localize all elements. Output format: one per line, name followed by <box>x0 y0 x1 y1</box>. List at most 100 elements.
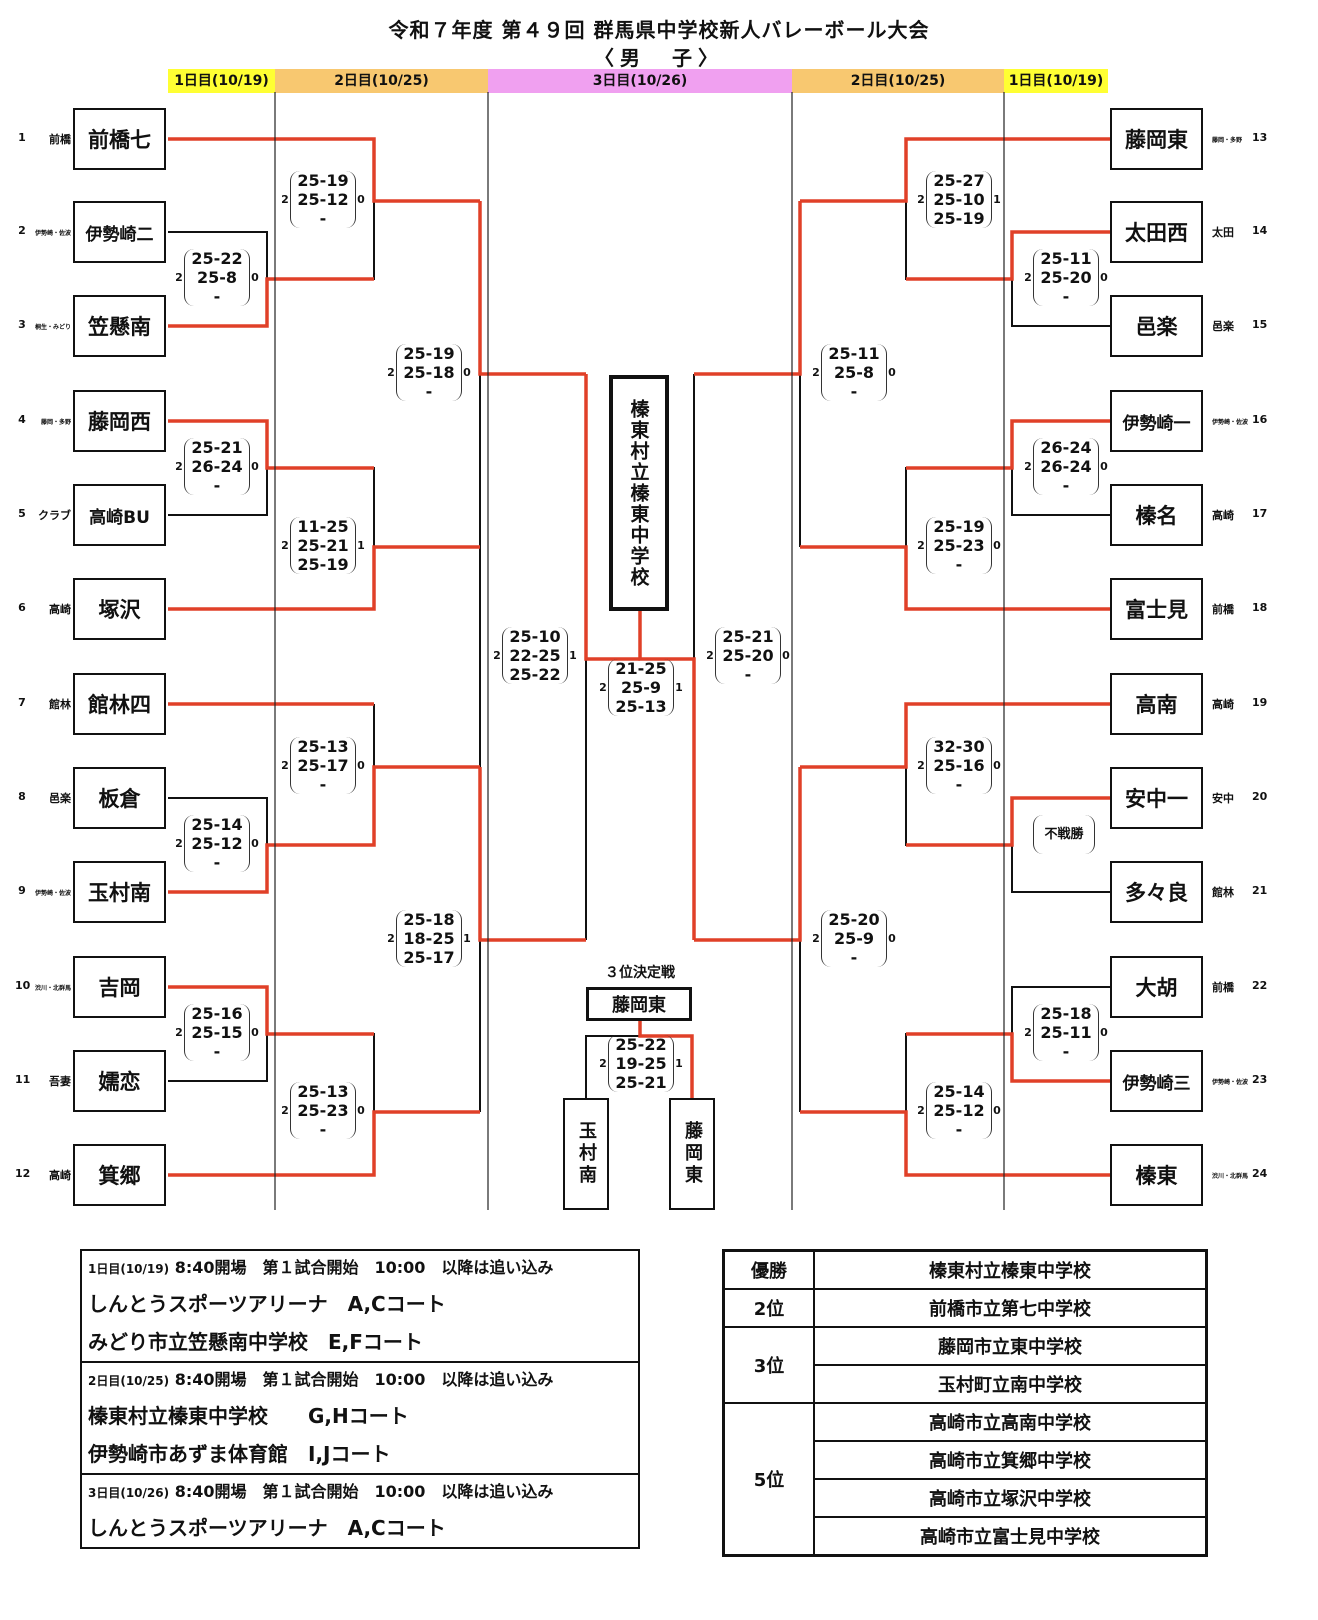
set-score: - <box>213 287 221 306</box>
set-score: 25-12 <box>297 190 349 209</box>
sets-lost: 0 <box>888 366 896 379</box>
winner-line <box>800 1110 1110 1177</box>
team-box: 笠懸南 <box>73 295 166 357</box>
result-row: 高崎市立箕郷中学校 <box>724 1440 1208 1480</box>
set-score: 25-19 <box>403 344 455 363</box>
winner-line <box>1004 1032 1110 1083</box>
team-box: 高崎BU <box>73 484 166 546</box>
result-school: 榛東村立榛東中学校 <box>813 1249 1208 1290</box>
sets-won: 2 <box>175 1026 183 1039</box>
set-score: 25-8 <box>196 268 238 287</box>
team-seed-number: 10 <box>15 979 31 992</box>
set-score: 25-19 <box>297 555 349 574</box>
result-row: 5位高崎市立高南中学校 <box>722 1402 1208 1557</box>
team-area: 伊勢崎・佐波 <box>1212 419 1249 426</box>
schedule-header: 2日目(10/25) 8:40開場 第１試合開始 10:00 以降は追い込み <box>82 1363 638 1397</box>
set-score: 25-21 <box>191 438 243 457</box>
set-score: 25-23 <box>933 536 985 555</box>
forfeit-label: 不戦勝 <box>1033 815 1095 854</box>
page-subtitle: 〈男 子〉 <box>594 46 724 70</box>
team-seed-number: 3 <box>18 318 26 331</box>
team-box: 榛東 <box>1110 1144 1203 1206</box>
team-area: 安中 <box>1212 792 1234 805</box>
team-area: 邑楽 <box>1212 320 1234 333</box>
sets-won: 2 <box>387 366 395 379</box>
schedule-info: 8:40開場 第１試合開始 10:00 以降は追い込み <box>174 1370 554 1389</box>
sets-lost: 1 <box>569 649 577 662</box>
result-school: 高崎市立高南中学校 <box>813 1402 1208 1442</box>
result-school: 藤岡市立東中学校 <box>813 1326 1208 1366</box>
set-score: - <box>319 775 327 794</box>
team-area: 伊勢崎・佐波 <box>34 890 71 897</box>
team-area: 前橋 <box>1212 981 1234 994</box>
set-score: - <box>213 1042 221 1061</box>
result-school: 高崎市立塚沢中学校 <box>813 1478 1208 1518</box>
team-box: 塚沢 <box>73 578 166 640</box>
bracket-line <box>168 468 268 516</box>
team-box: 藤岡東 <box>1110 108 1203 170</box>
team-seed-number: 17 <box>1252 507 1268 520</box>
schedule-table: 1日目(10/19) 8:40開場 第１試合開始 10:00 以降は追い込み し… <box>80 1249 640 1549</box>
set-score: 25-17 <box>297 756 349 775</box>
result-school: 玉村町立南中学校 <box>813 1364 1208 1404</box>
schedule-day-label: 3日目(10/26) <box>88 1486 170 1500</box>
team-box: 板倉 <box>73 767 166 829</box>
winner-line <box>168 545 480 611</box>
schedule-venue: 伊勢崎市あずま体育館 I,Jコート <box>88 1442 391 1466</box>
team-area: 吾妻 <box>49 1075 71 1088</box>
result-row: 高崎市立富士見中学校 <box>724 1516 1208 1557</box>
set-score: 25-14 <box>191 815 243 834</box>
schedule-day-1: 1日目(10/19) 8:40開場 第１試合開始 10:00 以降は追い込み し… <box>82 1251 638 1363</box>
sets-lost: 1 <box>357 539 365 552</box>
sets-lost: 0 <box>251 271 259 284</box>
team-box: 大胡 <box>1110 956 1203 1018</box>
sets-lost: 0 <box>993 539 1001 552</box>
winner-line <box>694 767 802 942</box>
winner-line <box>800 137 1110 203</box>
sets-won: 2 <box>175 460 183 473</box>
set-score: 11-25 <box>297 517 349 536</box>
sets-won: 2 <box>281 1104 289 1117</box>
team-area: 前橋 <box>1212 603 1234 616</box>
set-score: - <box>744 665 752 684</box>
sets-won: 2 <box>599 1057 607 1070</box>
team-area: 渋川・北群馬 <box>1212 1173 1249 1180</box>
match-score-r-r1-c: 不戦勝 <box>1033 815 1095 854</box>
set-score: 25-23 <box>297 1101 349 1120</box>
team-area: 館林 <box>1212 886 1234 899</box>
team-box: 榛名 <box>1110 484 1203 546</box>
team-box: 安中一 <box>1110 767 1203 829</box>
sets-won: 2 <box>599 681 607 694</box>
set-score: - <box>425 382 433 401</box>
schedule-venue: みどり市立笠懸南中学校 E,Fコート <box>88 1330 423 1354</box>
team-area: 高崎 <box>49 603 71 616</box>
set-score: 25-16 <box>191 1004 243 1023</box>
winner-line <box>275 765 480 847</box>
result-school: 高崎市立富士見中学校 <box>813 1516 1208 1557</box>
set-score: - <box>955 1120 963 1139</box>
set-score: - <box>319 209 327 228</box>
sets-won: 2 <box>493 649 501 662</box>
set-score: 25-9 <box>833 929 875 948</box>
set-score: 25-21 <box>297 536 349 555</box>
sets-lost: 0 <box>1100 1026 1108 1039</box>
team-box: 富士見 <box>1110 578 1203 640</box>
sets-lost: 0 <box>357 193 365 206</box>
set-score: 25-21 <box>615 1073 667 1092</box>
sets-lost: 0 <box>251 1026 259 1039</box>
day-header-left-1: 1日目(10/19) <box>168 69 275 93</box>
sets-won: 2 <box>812 366 820 379</box>
winner-line <box>478 767 586 942</box>
